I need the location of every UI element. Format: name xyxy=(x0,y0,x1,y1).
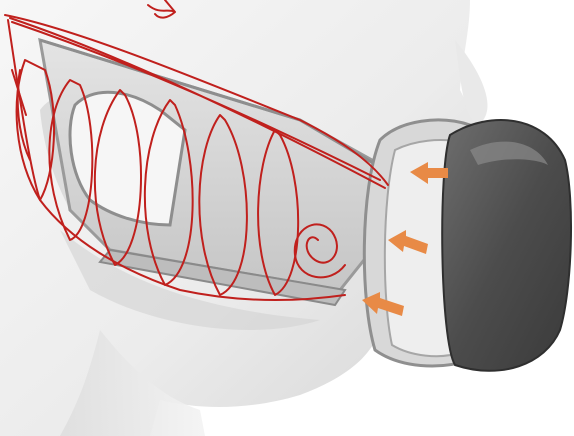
mask-illustration xyxy=(0,0,574,436)
illustration-canvas xyxy=(0,0,574,436)
